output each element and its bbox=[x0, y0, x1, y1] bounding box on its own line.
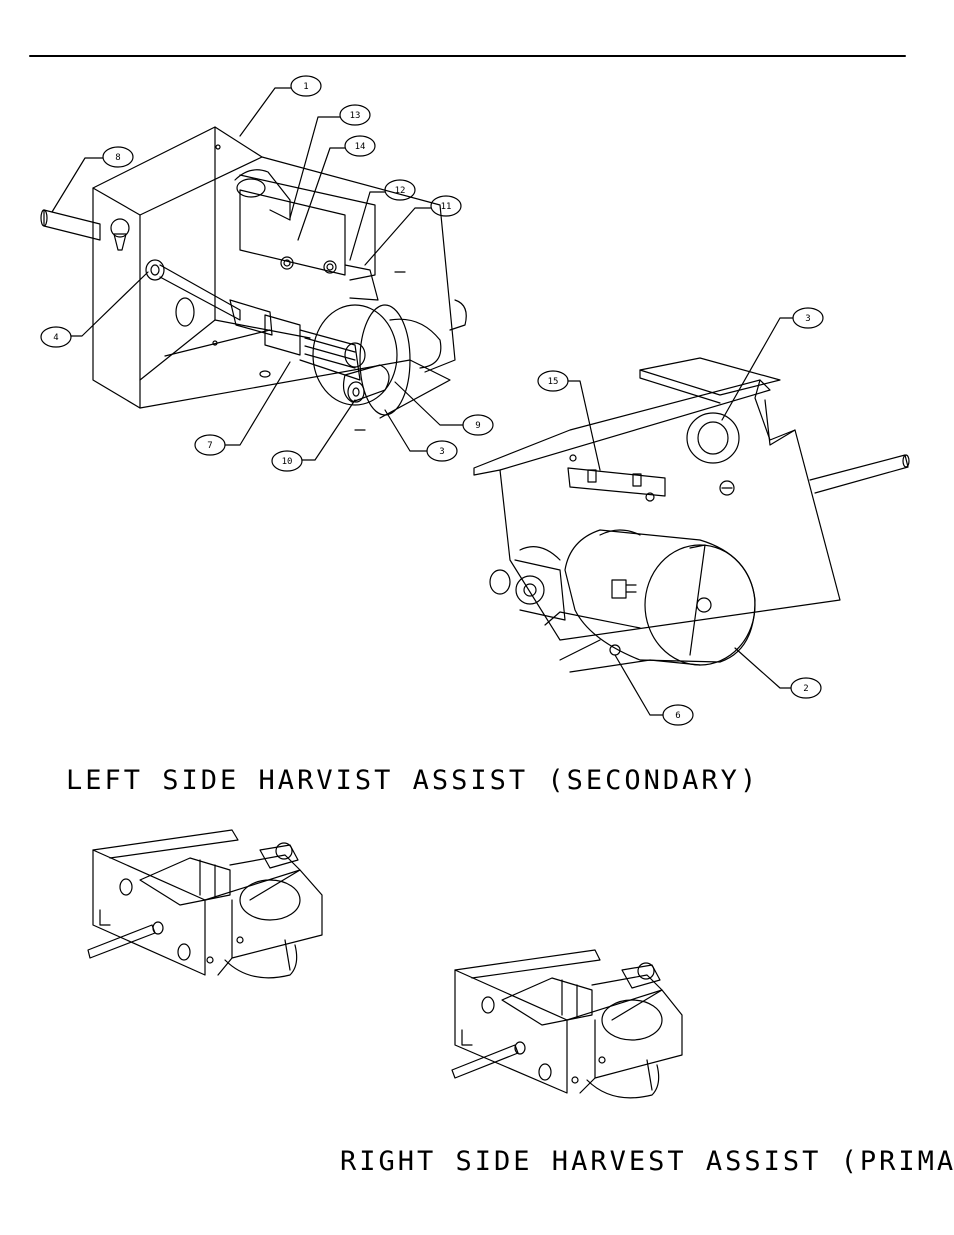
callout-3-right: 3 bbox=[805, 314, 810, 324]
callout-4: 4 bbox=[53, 333, 58, 343]
left-side-title: LEFT SIDE HARVIST ASSIST (SECONDARY) bbox=[66, 765, 759, 796]
callout-8: 8 bbox=[115, 153, 120, 163]
callout-12: 12 bbox=[395, 186, 406, 196]
callout-14: 14 bbox=[355, 142, 366, 152]
callout-13: 13 bbox=[350, 111, 361, 121]
callout-11: 11 bbox=[441, 202, 452, 212]
callout-3-left: 3 bbox=[439, 447, 444, 457]
callout-1: 1 bbox=[303, 82, 308, 92]
left-assembly-exploded bbox=[40, 126, 467, 431]
callout-7: 7 bbox=[207, 441, 212, 451]
callout-10: 10 bbox=[282, 457, 293, 467]
left-assembly-small bbox=[87, 829, 323, 979]
right-assembly-callouts: 3 15 2 6 bbox=[537, 307, 824, 726]
callout-2: 2 bbox=[803, 684, 808, 694]
callout-6: 6 bbox=[675, 711, 680, 721]
left-assembly-callouts: 1 8 13 14 12 11 4 9 7 3 10 bbox=[40, 75, 494, 472]
callout-9: 9 bbox=[475, 421, 480, 431]
right-assembly-small bbox=[451, 949, 683, 1099]
callout-15: 15 bbox=[548, 377, 559, 387]
right-side-title: RIGHT SIDE HARVEST ASSIST (PRIMARY) bbox=[340, 1146, 954, 1177]
right-assembly-exploded bbox=[473, 357, 910, 673]
